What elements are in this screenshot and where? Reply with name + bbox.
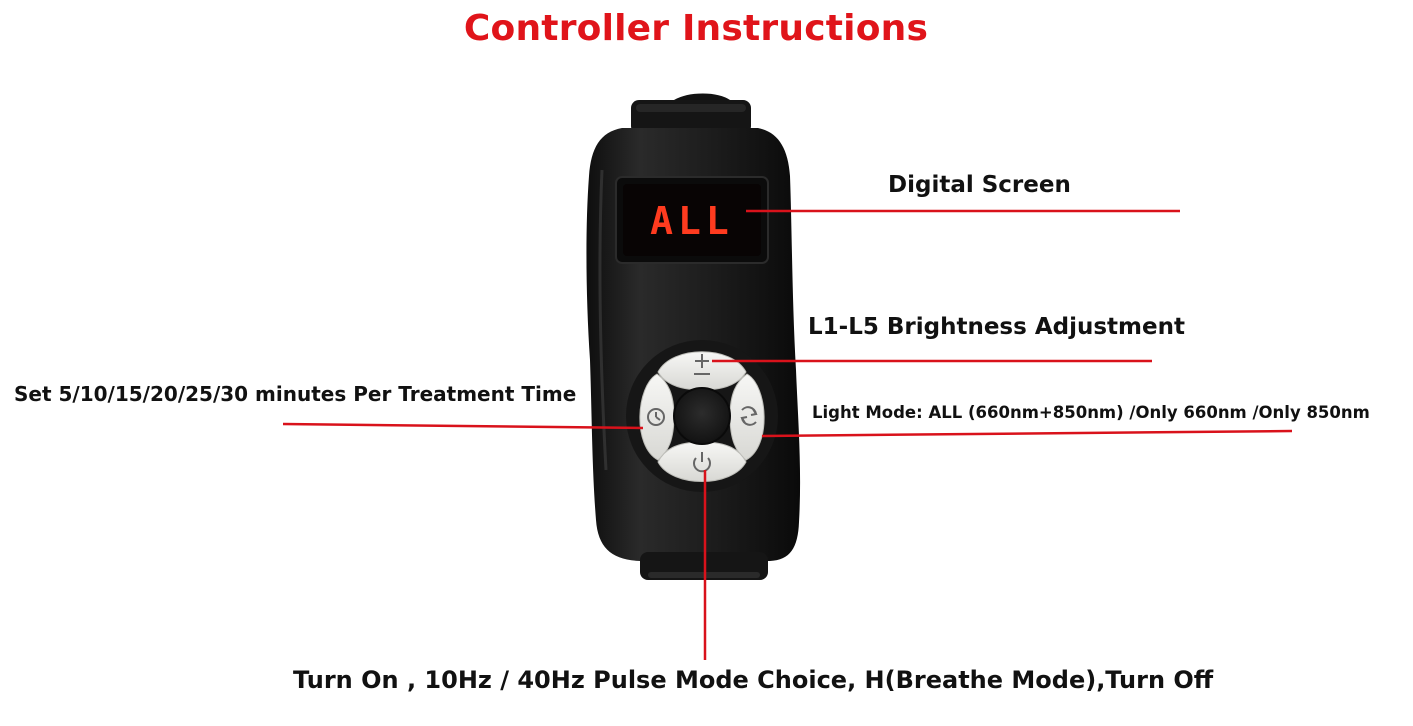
power-button[interactable] — [657, 441, 747, 482]
callout-light-mode: Light Mode: ALL (660nm+850nm) /Only 660n… — [812, 403, 1370, 422]
callout-brightness: L1-L5 Brightness Adjustment — [808, 314, 1185, 340]
cycle-icon — [740, 406, 758, 426]
power-icon — [693, 452, 711, 473]
callout-digital-screen: Digital Screen — [888, 172, 1071, 198]
leader-lines — [282, 209, 1293, 660]
leader-line-light-mode — [761, 429, 1293, 438]
clock-icon — [647, 408, 665, 426]
digital-screen-readout: ALL — [650, 199, 734, 243]
page-title: Controller Instructions — [463, 8, 929, 49]
light-mode-button[interactable] — [729, 373, 765, 461]
plus-minus-icon — [694, 354, 710, 375]
callout-power: Turn On , 10Hz / 40Hz Pulse Mode Choice,… — [293, 666, 1214, 694]
leader-line-timer — [282, 422, 644, 430]
center-knob[interactable] — [673, 387, 731, 445]
timer-button[interactable] — [639, 373, 675, 461]
callout-timer: Set 5/10/15/20/25/30 minutes Per Treatme… — [14, 382, 577, 406]
